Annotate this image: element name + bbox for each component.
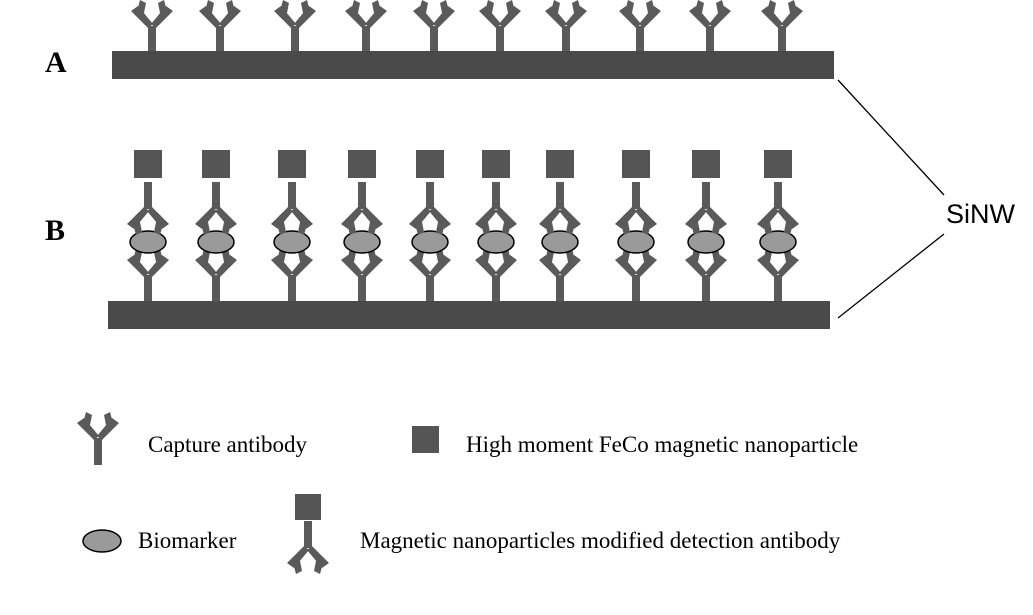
detection-antibody <box>757 182 799 235</box>
biomarker <box>541 230 579 254</box>
silicon-nanowire-b <box>108 301 830 329</box>
fecoo-nanoparticle <box>348 150 376 178</box>
sinw-pointer-line-bottom <box>837 233 945 319</box>
fecoo-nanoparticle <box>202 150 230 178</box>
biomarker <box>617 230 655 254</box>
capture-antibody <box>545 0 587 53</box>
biomarker <box>343 230 381 254</box>
capture-antibody <box>685 249 727 302</box>
fecoo-nanoparticle <box>134 150 162 178</box>
capture-antibody <box>475 249 517 302</box>
sinw-label: SiNW <box>946 199 1016 229</box>
fecoo-nanoparticle <box>622 150 650 178</box>
legend-detection-antibody: Magnetic nanoparticles modified detectio… <box>360 528 841 553</box>
capture-antibody <box>619 0 661 53</box>
capture-antibody <box>127 249 169 302</box>
capture-antibody <box>615 249 657 302</box>
fecoo-nanoparticle <box>416 150 444 178</box>
detection-antibody <box>475 182 517 235</box>
legend-capture-antibody: Capture antibody <box>148 432 308 457</box>
capture-antibody <box>195 249 237 302</box>
detection-antibody <box>685 182 727 235</box>
capture-antibody <box>271 249 313 302</box>
capture-antibody <box>539 249 581 302</box>
legend: Capture antibody High moment FeCo magnet… <box>77 412 858 574</box>
biomarker <box>759 230 797 254</box>
detection-antibody <box>341 182 383 235</box>
fecoo-nanoparticle <box>546 150 574 178</box>
capture-antibody <box>757 249 799 302</box>
capture-antibody <box>689 0 731 53</box>
biomarker <box>687 230 725 254</box>
capture-antibody <box>274 0 316 53</box>
fecoo-nanoparticle <box>692 150 720 178</box>
panel-b-label: B <box>45 214 65 247</box>
detection-antibody-icon <box>287 521 329 574</box>
fecoo-nanoparticle <box>278 150 306 178</box>
biomarker <box>411 230 449 254</box>
panel-b-row <box>127 150 799 302</box>
fecoo-nanoparticle <box>482 150 510 178</box>
capture-antibody <box>345 0 387 53</box>
capture-antibody <box>341 249 383 302</box>
detection-antibody <box>195 182 237 235</box>
biomarker <box>129 230 167 254</box>
sinw-pointer-line-top <box>837 79 945 196</box>
capture-antibody <box>131 0 173 53</box>
capture-antibody <box>413 0 455 53</box>
panel-a-label: A <box>45 46 67 79</box>
nanoparticle-icon <box>412 426 439 453</box>
capture-antibody-icon <box>77 412 119 465</box>
biomarker-icon <box>82 529 122 553</box>
legend-nanoparticle: High moment FeCo magnetic nanoparticle <box>466 432 858 457</box>
biomarker <box>273 230 311 254</box>
capture-antibody <box>409 249 451 302</box>
detection-antibody <box>127 182 169 235</box>
capture-antibody <box>479 0 521 53</box>
panel-a-row <box>131 0 803 53</box>
detection-antibody <box>271 182 313 235</box>
detection-nanoparticle-icon <box>295 494 321 520</box>
fecoo-nanoparticle <box>764 150 792 178</box>
detection-antibody <box>409 182 451 235</box>
biomarker <box>197 230 235 254</box>
silicon-nanowire-a <box>112 51 834 79</box>
capture-antibody <box>199 0 241 53</box>
detection-antibody <box>615 182 657 235</box>
biomarker <box>477 230 515 254</box>
legend-biomarker: Biomarker <box>138 528 237 553</box>
capture-antibody <box>761 0 803 53</box>
detection-antibody <box>539 182 581 235</box>
